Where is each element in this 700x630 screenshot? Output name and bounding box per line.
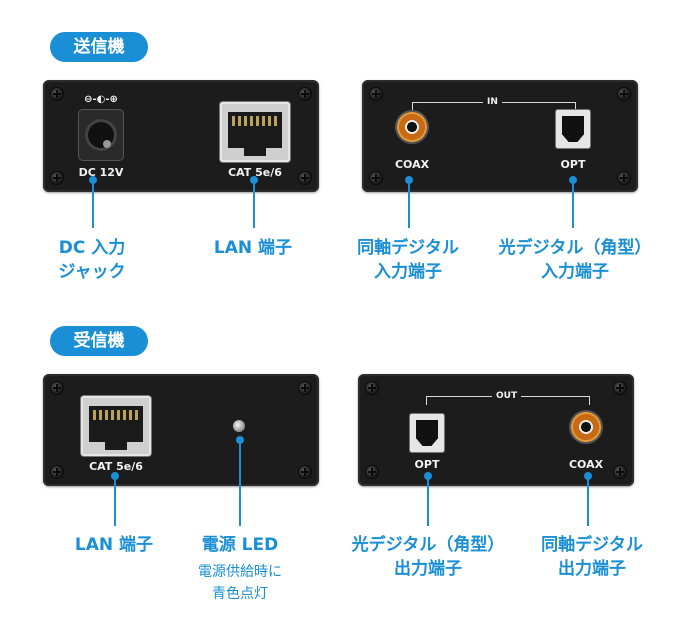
coax-out-callout-line2: 出力端子 bbox=[558, 559, 626, 579]
screw-icon bbox=[299, 88, 311, 100]
screw-icon bbox=[51, 172, 63, 184]
receiver-front-panel: OUT OPT COAX bbox=[358, 374, 634, 486]
callout-dot bbox=[424, 472, 432, 480]
input-bracket-label: IN bbox=[483, 97, 502, 107]
callout-dot bbox=[584, 472, 592, 480]
optical-output-label: OPT bbox=[414, 458, 440, 471]
callout-dot bbox=[250, 176, 258, 184]
opt-out-callout-line2: 出力端子 bbox=[394, 559, 462, 579]
screw-icon bbox=[366, 466, 378, 478]
receiver-back-panel: CAT 5e/6 bbox=[43, 374, 319, 486]
power-led-note-line1: 電源供給時に bbox=[198, 564, 282, 580]
screw-icon bbox=[299, 382, 311, 394]
optical-input-connector bbox=[556, 110, 590, 148]
screw-icon bbox=[370, 88, 382, 100]
callout-line bbox=[114, 476, 116, 526]
lan-tx-callout: LAN 端子 bbox=[213, 238, 293, 258]
callout-dot bbox=[111, 472, 119, 480]
callout-line bbox=[92, 180, 94, 228]
coax-out-callout-line1: 同軸デジタル bbox=[541, 535, 643, 555]
screw-icon bbox=[299, 466, 311, 478]
transmitter-front-panel: IN COAX OPT bbox=[362, 80, 638, 192]
screw-icon bbox=[51, 88, 63, 100]
screw-icon bbox=[51, 466, 63, 478]
lan-port-label: CAT 5e/6 bbox=[89, 460, 143, 473]
coax-in-callout-line1: 同軸デジタル bbox=[357, 238, 459, 258]
callout-line bbox=[587, 476, 589, 526]
screw-icon bbox=[614, 382, 626, 394]
screw-icon bbox=[51, 382, 63, 394]
screw-icon bbox=[614, 466, 626, 478]
opt-in-callout-line2: 入力端子 bbox=[541, 262, 609, 282]
screw-icon bbox=[618, 88, 630, 100]
screw-icon bbox=[370, 172, 382, 184]
coax-input-label: COAX bbox=[394, 158, 430, 171]
dc-jack-callout-line2: ジャック bbox=[58, 262, 126, 282]
coax-in-callout-line2: 入力端子 bbox=[374, 262, 442, 282]
power-led-note-line2: 青色点灯 bbox=[212, 586, 268, 602]
lan-port bbox=[220, 102, 290, 162]
callout-line bbox=[253, 180, 255, 228]
dc-jack-callout-line1: DC 入力 bbox=[58, 238, 126, 258]
callout-dot bbox=[405, 176, 413, 184]
coax-output-connector bbox=[569, 410, 603, 444]
output-bracket-label: OUT bbox=[492, 391, 522, 401]
opt-out-callout-line1: 光デジタル（角型） bbox=[351, 535, 505, 555]
callout-dot bbox=[89, 176, 97, 184]
dc-polarity-symbol: ⊖-◐-⊕ bbox=[84, 94, 118, 105]
lan-rx-callout: LAN 端子 bbox=[74, 535, 154, 555]
transmitter-back-panel: ⊖-◐-⊕ DC 12V CAT 5e/6 bbox=[43, 80, 319, 192]
callout-line bbox=[427, 476, 429, 526]
opt-in-callout-line1: 光デジタル（角型） bbox=[498, 238, 652, 258]
screw-icon bbox=[299, 172, 311, 184]
power-led-icon bbox=[233, 420, 245, 432]
screw-icon bbox=[366, 382, 378, 394]
optical-output-connector bbox=[410, 414, 444, 452]
callout-line bbox=[239, 440, 241, 526]
coax-output-label: COAX bbox=[568, 458, 604, 471]
dc-jack-label: DC 12V bbox=[78, 166, 124, 179]
power-led-callout: 電源 LED bbox=[201, 535, 279, 555]
callout-line bbox=[572, 180, 574, 228]
callout-dot bbox=[236, 436, 244, 444]
screw-icon bbox=[618, 172, 630, 184]
transmitter-section-label: 送信機 bbox=[50, 32, 148, 62]
optical-input-label: OPT bbox=[560, 158, 586, 171]
lan-port-label: CAT 5e/6 bbox=[228, 166, 282, 179]
callout-dot bbox=[569, 176, 577, 184]
coax-input-connector bbox=[395, 110, 429, 144]
lan-port bbox=[81, 396, 151, 456]
dc-jack-connector bbox=[79, 110, 123, 160]
callout-line bbox=[408, 180, 410, 228]
receiver-section-label: 受信機 bbox=[50, 326, 148, 356]
